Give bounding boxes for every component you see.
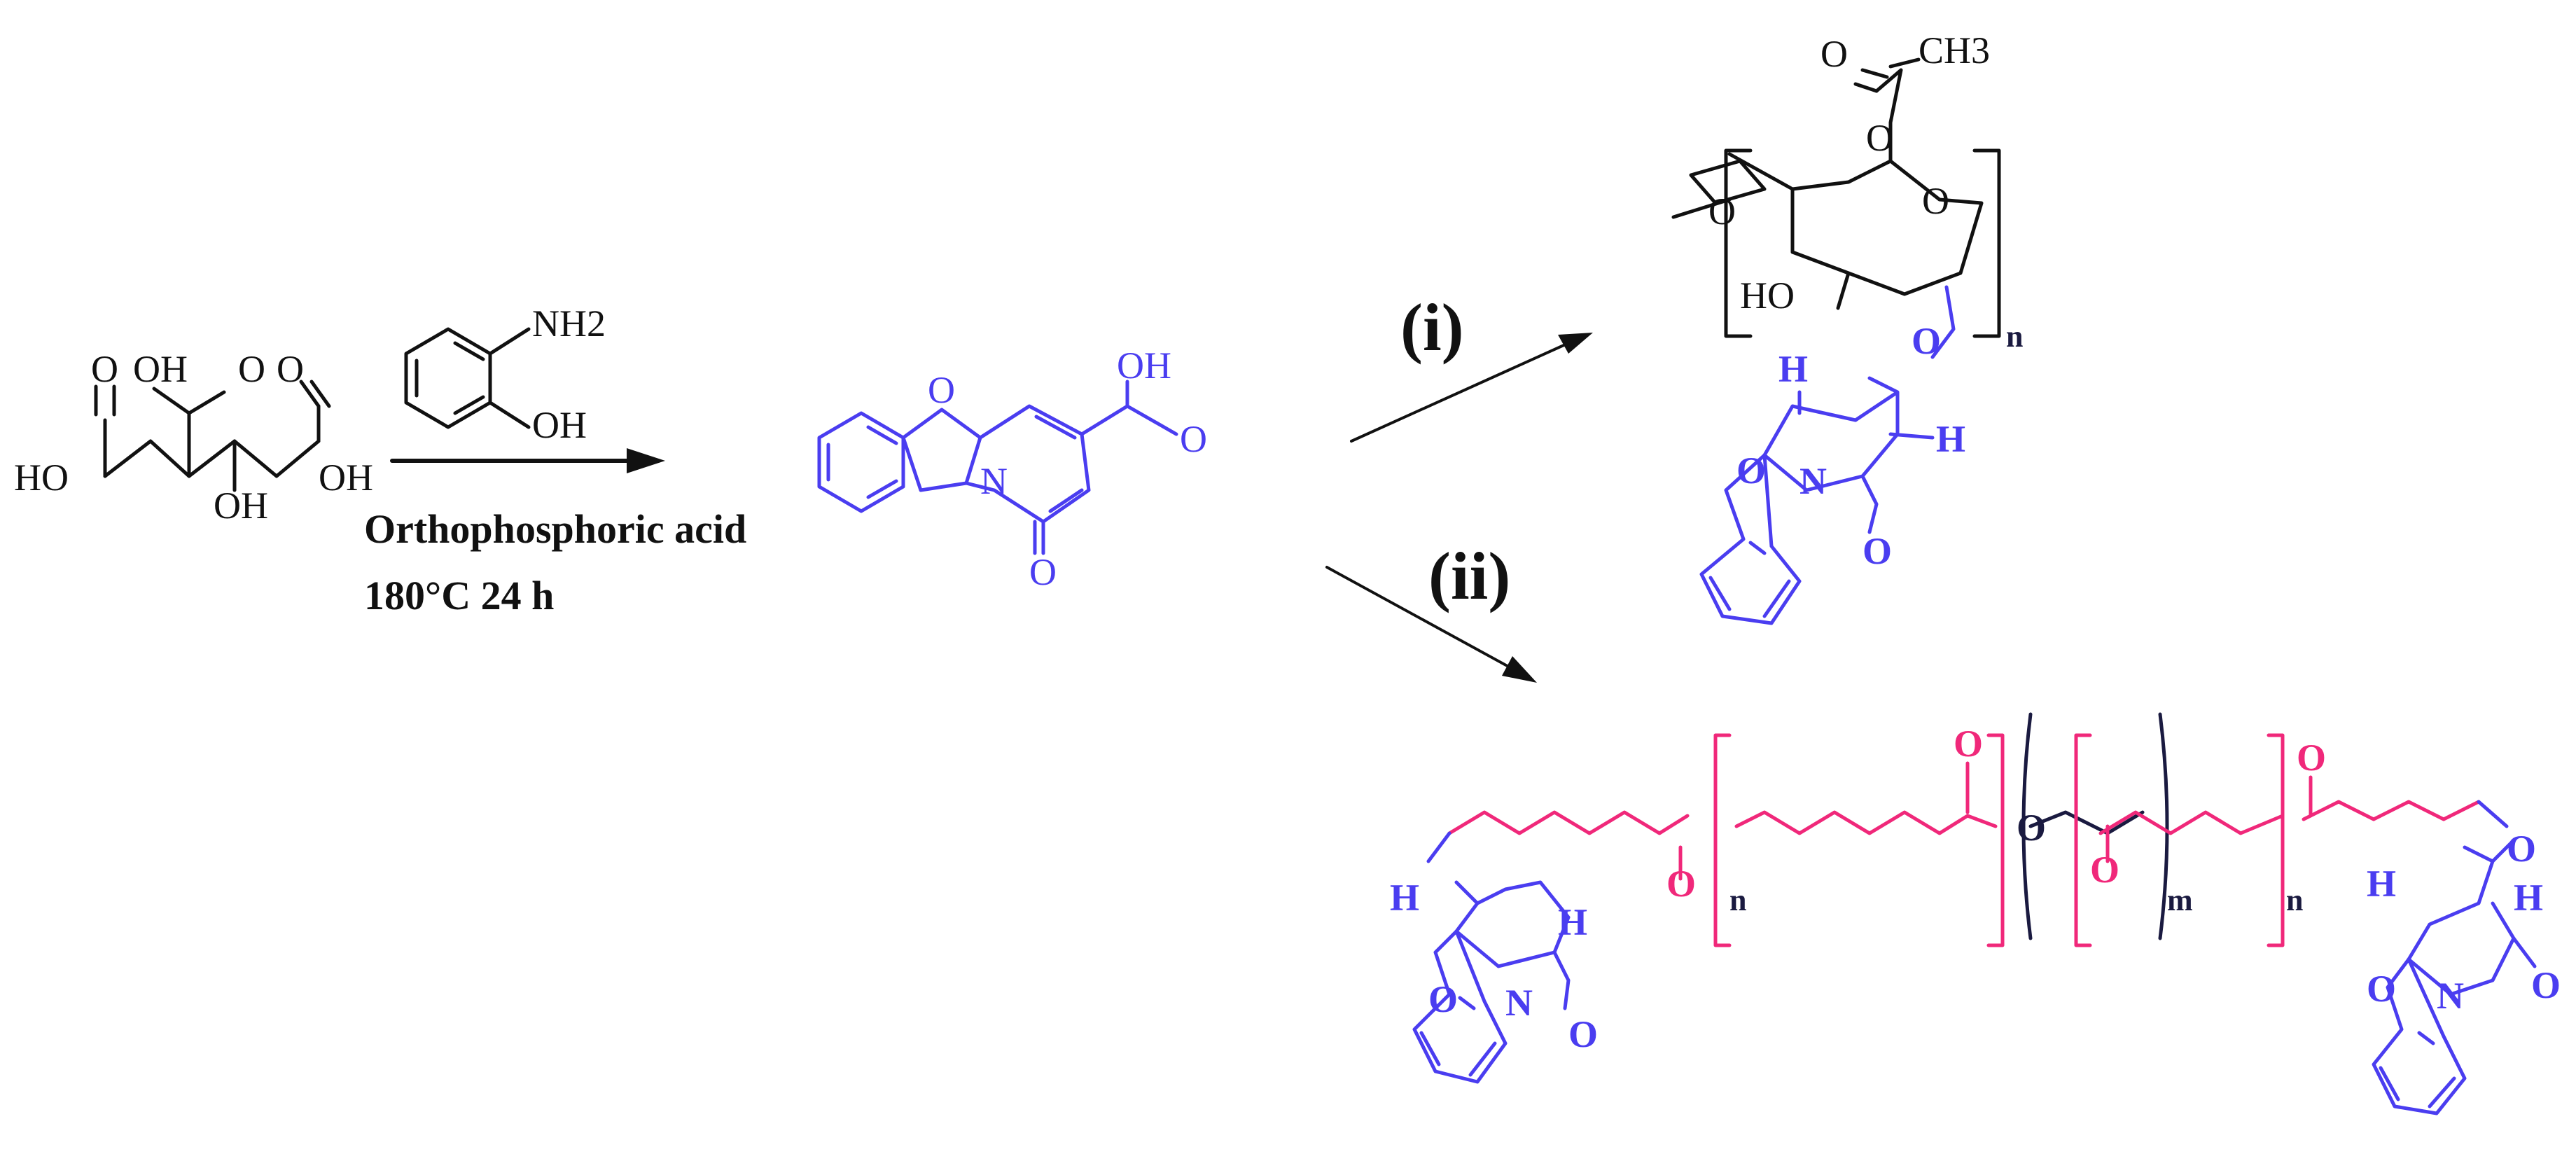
oxazole-o-label: O [928,369,955,411]
ring-n-label: N [980,460,1008,502]
conditions-temperature-time: 180°C 24 h [364,573,554,618]
hydroxyl-label: OH [214,485,268,527]
amine-label: NH2 [532,303,606,345]
ester-o-label: O [1912,320,1941,362]
acid-oh-label: OH [1117,345,1171,387]
ring-o-label: O [1922,180,1949,222]
oxazole-o-label: O [1736,450,1766,492]
carbonyl-o-label: O [1954,723,1983,765]
ring-n-label: N [1799,460,1827,502]
carbonyl-o-label: O [2090,849,2119,891]
oxazole-o-label: O [2367,968,2396,1010]
repeat-m-label: m [2167,883,2193,917]
carbonyl-o-label: O [238,348,265,390]
reaction-arrow [390,448,665,473]
hydroxyl-label: HO [14,457,69,499]
pyridone-o-label: O [1029,551,1057,593]
pyridone-o-label: O [1863,530,1892,572]
ester-o-label: O [1866,117,1893,159]
repeat-n-label: n [2006,319,2023,354]
ring-n-label: N [2437,975,2464,1017]
oxazole-o-label: O [1428,978,1458,1020]
vinyl-h-label: H [2367,863,2396,905]
carbonyl-o-label: O [1180,418,1207,460]
pyridone-o-label: O [1568,1013,1598,1055]
route-ii-structure: O n m O O O O n H O H N O H H O N O O [1390,712,2561,1115]
repeat-n-label: n [2286,883,2303,917]
glycosidic-o-label: O [1708,190,1736,232]
pyridone-o-label: O [2531,964,2561,1006]
vinyl-h-label: H [1390,877,1419,919]
conditions-reagent: Orthophosphoric acid [364,506,746,552]
route-i-structure: O CH3 O O O HO n H O O N H O [1671,29,2023,625]
ester-o-label: O [2507,828,2536,870]
repeat-n-label: n [1729,883,1746,917]
carbonyl-o-label: O [91,348,118,390]
hydroxyl-label: OH [133,348,188,390]
vinyl-h-label: H [1778,348,1808,390]
route-ii-arrow [1325,566,1537,683]
vinyl-h-label: H [1936,418,1965,460]
aminophenol-structure: NH2 OH [404,303,606,446]
ether-o-label: O [2017,807,2046,849]
citric-acid-structure: O OH O O HO OH OH [14,348,373,527]
vinyl-h-label: H [2514,877,2543,919]
vinyl-h-label: H [1558,901,1587,943]
carbonyl-o-label: O [277,348,304,390]
route-i-label: (i) [1400,290,1464,365]
fluorophore-product: O N O OH O [817,345,1207,593]
hydroxyl-label: HO [1740,274,1795,317]
hydroxyl-label: OH [319,457,373,499]
methyl-label: CH3 [1919,29,1990,71]
ring-n-label: N [1505,982,1533,1024]
route-i-arrow [1350,333,1593,443]
carbonyl-o-label: O [1666,863,1696,905]
hydroxyl-label: OH [532,404,587,446]
route-ii-label: (ii) [1428,538,1510,613]
carbonyl-o-label: O [1820,33,1848,75]
carbonyl-o-label: O [2297,737,2326,779]
